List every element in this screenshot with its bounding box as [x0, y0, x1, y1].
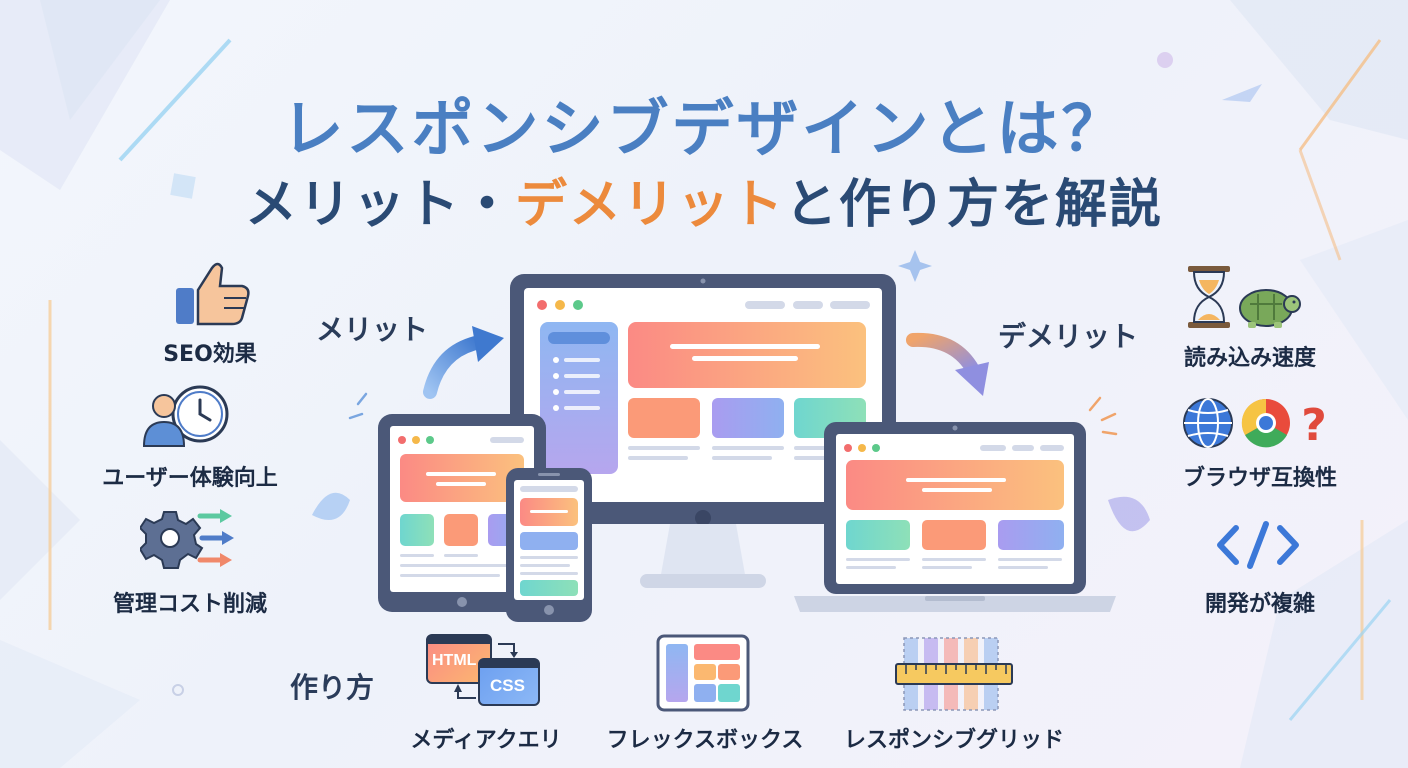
howto-heading: 作り方	[290, 671, 375, 704]
html-css-icon: HTML CSS	[426, 634, 546, 720]
responsive-devices-illustration	[378, 274, 1116, 622]
tablet	[378, 414, 546, 612]
smartphone	[506, 468, 592, 622]
page-title: レスポンシブデザインとは？	[281, 92, 1127, 165]
demerit-label-complex: 開発が複雑	[1204, 592, 1315, 617]
grid-ruler-icon	[895, 637, 1013, 711]
howto-label-media-query: メディアクエリ	[410, 728, 562, 753]
demerit-label-browser: ブラウザ互換性	[1182, 466, 1337, 491]
laptop	[794, 422, 1116, 612]
subtitle-rest: と作り方を解説	[785, 175, 1164, 235]
subtitle-merit: メリット・	[244, 175, 515, 235]
css-badge-text: CSS	[490, 676, 525, 695]
thumbs-up-icon	[176, 262, 250, 326]
merit-label-cost: 管理コスト削減	[112, 592, 267, 617]
merit-arrow-icon	[423, 326, 504, 399]
html-badge-text: HTML	[432, 652, 477, 669]
browsers-question-icon: ?	[1183, 398, 1327, 450]
user-clock-icon	[142, 385, 229, 447]
subtitle-demerit: デメリット	[514, 175, 785, 235]
flexbox-layout-icon	[656, 634, 750, 712]
gear-arrows-icon	[140, 509, 234, 569]
svg-text:?: ?	[1301, 400, 1327, 450]
merit-heading: メリット	[316, 313, 429, 346]
demerit-heading: デメリット	[998, 320, 1139, 353]
merit-label-seo: SEO効果	[163, 342, 257, 367]
page-subtitle: メリット・デメリットと作り方を解説	[0, 162, 1408, 237]
demerit-arrow-icon	[906, 332, 989, 396]
desktop-monitor	[510, 274, 896, 588]
hourglass-turtle-icon	[1188, 266, 1301, 328]
merit-label-ux: ユーザー体験向上	[102, 466, 278, 491]
demerit-label-speed: 読み込み速度	[1183, 346, 1316, 371]
code-icon	[1217, 521, 1299, 569]
howto-label-flexbox: フレックスボックス	[606, 728, 804, 753]
howto-label-grid: レスポンシブグリッド	[843, 728, 1064, 753]
